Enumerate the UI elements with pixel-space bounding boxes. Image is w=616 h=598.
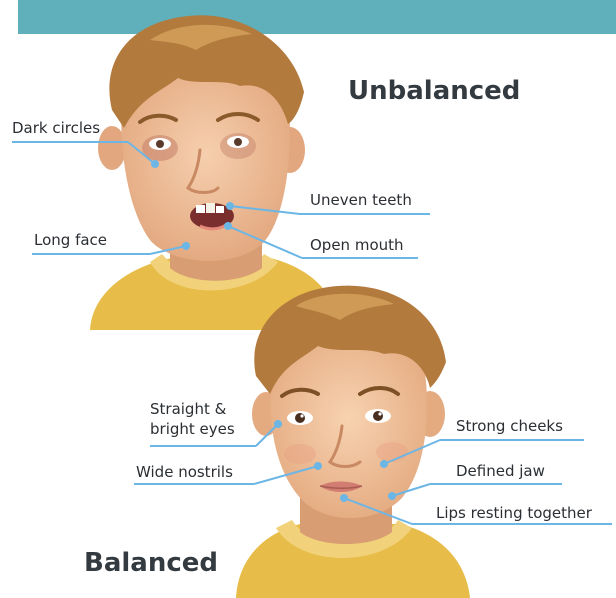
label-uneven-teeth: Uneven teeth <box>310 190 412 210</box>
title-unbalanced: Unbalanced <box>348 76 520 106</box>
label-lips-resting-together: Lips resting together <box>436 503 592 523</box>
label-straight-bright-eyes-line2: bright eyes <box>150 419 246 439</box>
label-wide-nostrils: Wide nostrils <box>136 462 233 482</box>
label-straight-bright-eyes: Straight & bright eyes <box>150 399 246 439</box>
label-defined-jaw: Defined jaw <box>456 461 545 481</box>
unbalanced-child-illustration <box>90 15 340 330</box>
title-balanced: Balanced <box>84 548 218 578</box>
label-long-face: Long face <box>34 230 107 250</box>
label-strong-cheeks: Strong cheeks <box>456 416 563 436</box>
label-straight-bright-eyes-line1: Straight & <box>150 399 246 419</box>
top-banner <box>18 0 616 34</box>
label-dark-circles: Dark circles <box>12 118 100 138</box>
label-open-mouth: Open mouth <box>310 235 404 255</box>
